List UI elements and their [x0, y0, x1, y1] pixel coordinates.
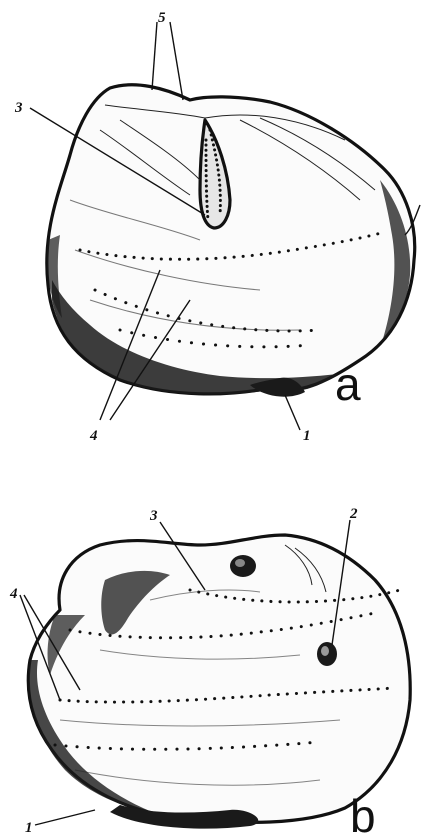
figure-a-specimen-drawing — [47, 85, 420, 397]
figure-a-label-5: 5 — [158, 10, 166, 26]
figure-a-label-4: 4 — [89, 428, 98, 444]
figure-b-label-4: 4 — [9, 586, 18, 602]
figure-b-label-3: 3 — [149, 508, 158, 524]
figure-b-specimen-drawing — [28, 535, 410, 829]
figure-a-letter: a — [335, 358, 361, 410]
figure-b-letter: b — [350, 790, 376, 839]
figure-b-label-2: 2 — [349, 506, 358, 522]
figure-a-label-3: 3 — [14, 100, 23, 116]
figure-b: 3 2 4 1 b — [9, 506, 410, 839]
figure-b-label-1: 1 — [25, 820, 33, 836]
figure-a-label-1: 1 — [303, 428, 311, 444]
figure-a: 5 3 4 1 a — [14, 10, 420, 444]
